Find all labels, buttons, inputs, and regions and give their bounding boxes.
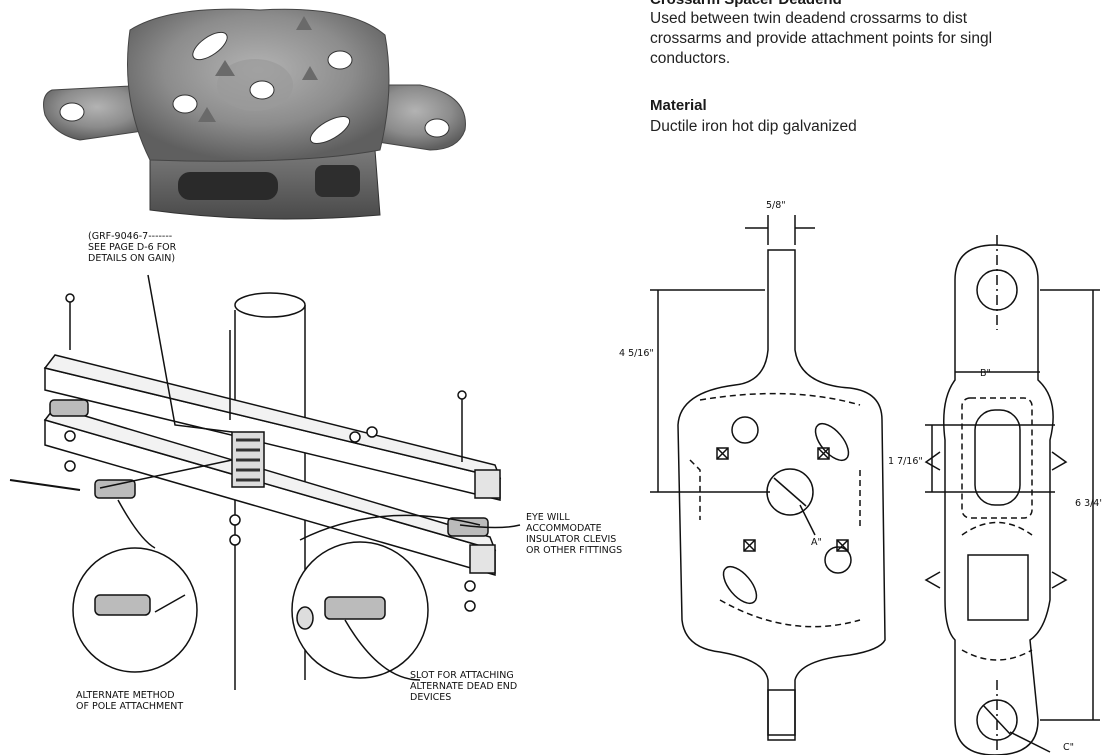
material-value: Ductile iron hot dip galvanized <box>650 118 857 135</box>
alt-method-line-1: ALTERNATE METHOD <box>76 690 175 701</box>
slot-note-line-1: SLOT FOR ATTACHING <box>410 670 514 681</box>
eye-note-line-2: ACCOMMODATE <box>526 523 602 534</box>
product-description: Used between twin deadend crossarms to d… <box>650 9 1111 69</box>
eye-note-line-4: OR OTHER FITTINGS <box>526 545 622 556</box>
dim-slot-width: B" <box>980 368 991 379</box>
dim-hole-a: A" <box>811 537 822 548</box>
slot-note-line-3: DEVICES <box>410 692 451 703</box>
alt-method-line-2: OF POLE ATTACHMENT <box>76 701 183 712</box>
gain-ref-line-2: SEE PAGE D-6 FOR <box>88 242 177 253</box>
description-line-1: Used between twin deadend crossarms to d… <box>650 10 968 27</box>
product-title: Crossarm Spacer Deadend <box>650 0 1111 9</box>
dim-upper-height: 4 5/16" <box>619 348 654 359</box>
eye-note-line-1: EYE WILL <box>526 512 570 523</box>
gain-ref-line-3: DETAILS ON GAIN) <box>88 253 175 264</box>
product-info: Crossarm Spacer Deadend Used between twi… <box>650 0 1111 137</box>
description-line-3: conductors. <box>650 50 731 67</box>
eye-note-line-3: INSULATOR CLEVIS <box>526 534 616 545</box>
gain-ref-line-1: (GRF-9046-7------- <box>88 231 172 242</box>
dim-top-width: 5/8" <box>766 200 786 211</box>
slot-note-line-2: ALTERNATE DEAD END <box>410 681 517 692</box>
dim-end-hole-c: C" <box>1063 742 1074 753</box>
description-line-2: crossarms and provide attachment points … <box>650 30 993 47</box>
material-heading: Material <box>650 97 707 114</box>
dim-slot-height: 1 7/16" <box>888 456 923 467</box>
dim-overall-length: 6 3/4' <box>1075 498 1102 509</box>
